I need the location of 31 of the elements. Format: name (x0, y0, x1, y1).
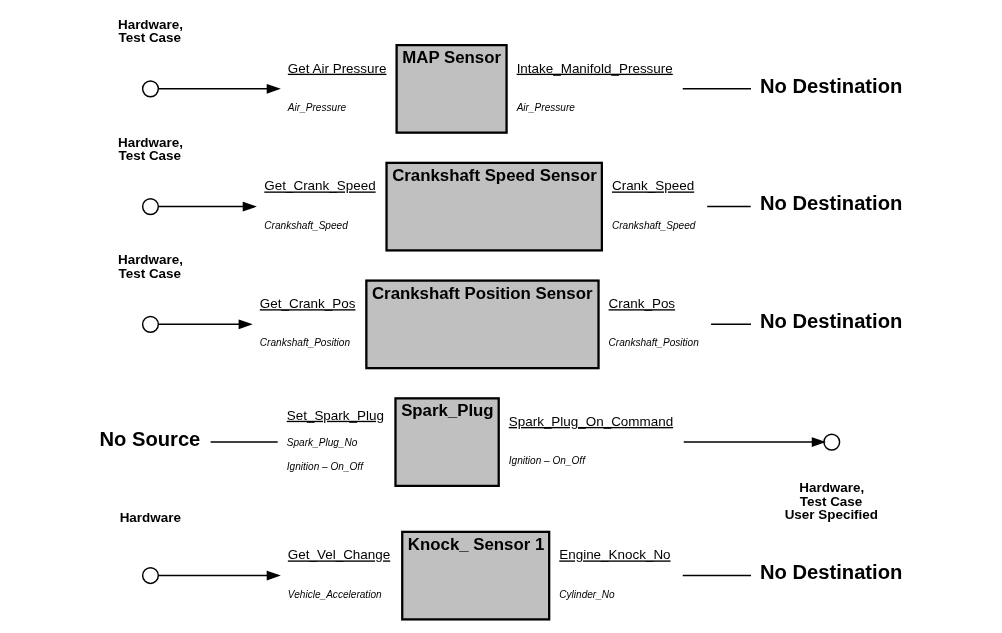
node-label: Hardware, Test Case (117, 134, 183, 164)
node-label: Crankshaft_Speed (611, 219, 695, 231)
node-label: Intake_Manifold_Pressure (516, 60, 673, 76)
node-label: Spark_Plug_No (286, 436, 357, 448)
node-label: Hardware (119, 509, 181, 525)
node-label: Crankshaft_Position (608, 337, 699, 349)
node-label: Get_Crank_Speed (263, 178, 376, 194)
node-label: Crank_Speed (611, 178, 694, 194)
node-label: Cylinder_No (558, 588, 615, 600)
node-text: No Source (98, 427, 200, 450)
node-label: Vehicle_Acceleration (287, 588, 382, 600)
node-label: Air_Pressure (516, 101, 575, 113)
node-label: Engine_Knock_No (558, 547, 671, 563)
node-text: No Destination (759, 561, 902, 584)
node-label: Get Air Pressure (287, 60, 386, 76)
node-text: No Destination (759, 192, 902, 215)
node-label: Crank_Pos (608, 296, 675, 312)
node-label: Hardware, Test Case User Specified (784, 480, 878, 523)
node-label: Ignition – On_Off (286, 461, 363, 473)
node-label: Ignition – On_Off (508, 455, 585, 467)
node-label: Spark_Plug_On_Command (508, 413, 673, 429)
node-label: Set_Spark_Plug (286, 407, 384, 423)
node-label: Air_Pressure (287, 101, 346, 113)
node-label: Get_Crank_Pos (259, 296, 355, 312)
node-label: Get_Vel_Change (287, 547, 390, 563)
node-label: Hardware, Test Case (117, 252, 183, 281)
node-text: No Destination (759, 310, 902, 333)
node-label: Crankshaft_Speed (263, 219, 348, 231)
node-label: Crankshaft_Position (259, 337, 350, 349)
node-text: No Destination (759, 74, 902, 97)
node-label: Hardware, Test Case (117, 16, 183, 46)
